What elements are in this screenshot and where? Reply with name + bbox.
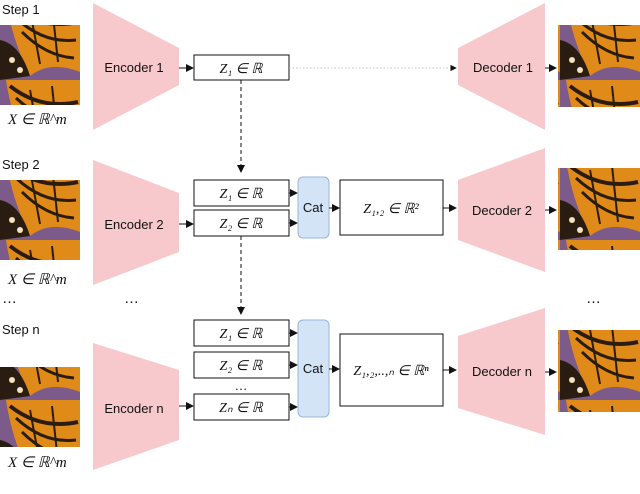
combined-latent-label: Z₁,₂ ∈ ℝ²	[363, 202, 419, 217]
latent-z1-label: Z₁ ∈ ℝ	[220, 62, 264, 77]
latent-z1-label: Z₁ ∈ ℝ	[220, 187, 264, 202]
step-1-label: Step 1	[2, 2, 40, 17]
step-n-label: Step n	[2, 322, 40, 337]
ellipsis-right: …	[586, 290, 601, 307]
input-n-label: X ∈ ℝ^m	[8, 455, 67, 471]
cat-label: Cat	[303, 200, 324, 215]
combined-latent	[339, 179, 444, 236]
encoder-n	[93, 343, 179, 470]
cat-label: Cat	[303, 361, 324, 376]
latent-z1	[193, 54, 290, 81]
latent-zn-label: Zₙ ∈ ℝ	[219, 401, 264, 416]
input-image	[0, 180, 80, 260]
latent-zn	[193, 393, 290, 421]
decoder-n	[458, 308, 545, 435]
output-image	[558, 168, 640, 250]
input-2-label: X ∈ ℝ^m	[8, 272, 67, 288]
decoder-2-label: Decoder 2	[472, 203, 532, 218]
encoder-2	[93, 160, 179, 285]
ellipsis-left: …	[2, 290, 17, 307]
latent-z2-label: Z₂ ∈ ℝ	[220, 359, 264, 374]
decoder-n-label: Decoder n	[472, 364, 532, 379]
step-n: Encoder n Z₁ ∈ ℝ Z₂ ∈ ℝ … Zₙ ∈ ℝ Cat Z₁,…	[0, 308, 640, 470]
step-2: Encoder 2 Z₁ ∈ ℝ Z₂ ∈ ℝ Cat Z₁,₂ ∈ ℝ² De…	[0, 148, 640, 285]
encoder-1-label: Encoder 1	[104, 60, 163, 75]
latent-z1	[193, 179, 290, 207]
latent-z2-label: Z₂ ∈ ℝ	[220, 217, 264, 232]
decoder-1	[458, 3, 545, 130]
decoder-1-label: Decoder 1	[473, 60, 533, 75]
output-image	[558, 25, 640, 107]
input-image	[0, 25, 80, 105]
combined-latent	[339, 333, 444, 407]
step-1: Encoder 1 Z₁ ∈ ℝ Decoder 1	[0, 3, 640, 130]
latent-z2	[193, 351, 290, 379]
latent-z1	[193, 319, 290, 347]
step-2-label: Step 2	[2, 157, 40, 172]
encoder-1	[93, 3, 179, 130]
encoder-2-label: Encoder 2	[104, 217, 163, 232]
latent-z1-label: Z₁ ∈ ℝ	[220, 327, 264, 342]
combined-latent-label: Z₁,₂,..,ₙ ∈ ℝⁿ	[353, 364, 429, 379]
output-image	[558, 330, 640, 412]
latent-ellipsis: …	[235, 378, 248, 393]
encoder-n-label: Encoder n	[104, 401, 163, 416]
input-1-label: X ∈ ℝ^m	[8, 112, 67, 128]
input-image	[0, 367, 80, 447]
ellipsis-mid: …	[124, 290, 139, 307]
decoder-2	[458, 148, 545, 272]
